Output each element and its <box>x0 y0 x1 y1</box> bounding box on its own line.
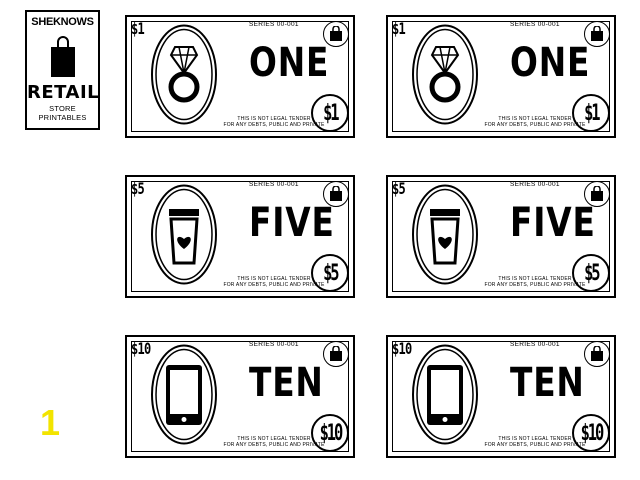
bill-value: $5 <box>583 261 600 286</box>
bill-series: SERIES 00-001 <box>510 21 560 28</box>
bill-corner-value: $1 <box>131 19 145 38</box>
disclaimer-line-2: FOR ANY DEBTS, PUBLIC AND PRIVATE <box>484 122 586 128</box>
disclaimer-line-1: THIS IS NOT LEGAL TENDER <box>237 116 311 122</box>
bill-corner-value: $5 <box>131 179 145 198</box>
bill-disclaimer: THIS IS NOT LEGAL TENDER FOR ANY DEBTS, … <box>480 276 590 288</box>
bill-value-circle: $10 <box>572 414 610 452</box>
coffee-cup-icon <box>412 184 478 285</box>
page-number: 1 <box>40 402 61 443</box>
bill-value-circle: $1 <box>311 94 349 132</box>
bill-corner-value: $5 <box>392 179 406 198</box>
shopping-bag-icon <box>591 26 603 41</box>
disclaimer-line-2: FOR ANY DEBTS, PUBLIC AND PRIVATE <box>223 282 325 288</box>
bill-border <box>131 181 349 292</box>
disclaimer-line-1: THIS IS NOT LEGAL TENDER <box>237 276 311 282</box>
bill-word: TEN <box>510 360 585 406</box>
smartphone-icon <box>412 344 478 445</box>
shopping-bag-icon <box>50 36 75 77</box>
disclaimer-line-1: THIS IS NOT LEGAL TENDER <box>498 276 572 282</box>
bill-border <box>392 181 610 292</box>
bill-one-left: $1 SERIES 00-001 ONE $1 THIS IS NOT LEGA… <box>125 15 355 138</box>
bill-one-right: $1 SERIES 00-001 ONE $1 THIS IS NOT LEGA… <box>386 15 616 138</box>
bill-bag-badge <box>584 21 610 47</box>
disclaimer-line-1: THIS IS NOT LEGAL TENDER <box>498 116 572 122</box>
bill-value: $1 <box>322 101 339 126</box>
shopping-bag-icon <box>591 346 603 361</box>
disclaimer-line-2: FOR ANY DEBTS, PUBLIC AND PRIVATE <box>484 282 586 288</box>
bill-five-right: $5 SERIES 00-001 FIVE $5 THIS IS NOT LEG… <box>386 175 616 298</box>
bill-series: SERIES 00-001 <box>249 181 299 188</box>
disclaimer-line-1: THIS IS NOT LEGAL TENDER <box>498 436 572 442</box>
bill-value-circle: $5 <box>572 254 610 292</box>
bill-word: FIVE <box>510 200 596 246</box>
disclaimer-line-2: FOR ANY DEBTS, PUBLIC AND PRIVATE <box>223 122 325 128</box>
ring-icon <box>412 24 478 125</box>
bill-word: TEN <box>249 360 324 406</box>
bill-corner-value: $1 <box>392 19 406 38</box>
bill-value-circle: $1 <box>572 94 610 132</box>
sheknows-brand-tag: SHEKNOWS RETAIL STORE PRINTABLES <box>25 10 100 130</box>
bill-corner-value: $10 <box>131 339 151 358</box>
bill-border <box>392 341 610 452</box>
disclaimer-line-2: FOR ANY DEBTS, PUBLIC AND PRIVATE <box>223 442 325 448</box>
bill-border <box>131 21 349 132</box>
bill-disclaimer: THIS IS NOT LEGAL TENDER FOR ANY DEBTS, … <box>219 116 329 128</box>
bill-series: SERIES 00-001 <box>510 181 560 188</box>
bill-five-left: $5 SERIES 00-001 FIVE $5 THIS IS NOT LEG… <box>125 175 355 298</box>
shopping-bag-icon <box>330 186 342 201</box>
bill-value: $5 <box>322 261 339 286</box>
bill-border <box>131 341 349 452</box>
bill-bag-badge <box>323 181 349 207</box>
bill-series: SERIES 00-001 <box>510 341 560 348</box>
brand-subtitle: STORE PRINTABLES <box>38 104 87 122</box>
bill-value-circle: $5 <box>311 254 349 292</box>
smartphone-icon <box>151 344 217 445</box>
bill-ten-right: $10 SERIES 00-001 TEN $10 THIS IS NOT LE… <box>386 335 616 458</box>
bill-word: FIVE <box>249 200 335 246</box>
bill-disclaimer: THIS IS NOT LEGAL TENDER FOR ANY DEBTS, … <box>219 276 329 288</box>
disclaimer-line-1: THIS IS NOT LEGAL TENDER <box>237 436 311 442</box>
bill-word: ONE <box>510 40 591 86</box>
bill-bag-badge <box>323 341 349 367</box>
brand-name: SHEKNOWS <box>31 16 94 28</box>
bill-series: SERIES 00-001 <box>249 341 299 348</box>
bill-disclaimer: THIS IS NOT LEGAL TENDER FOR ANY DEBTS, … <box>480 436 590 448</box>
bill-bag-badge <box>584 341 610 367</box>
coffee-cup-icon <box>151 184 217 285</box>
bill-bag-badge <box>584 181 610 207</box>
bill-word: ONE <box>249 40 330 86</box>
shopping-bag-icon <box>591 186 603 201</box>
disclaimer-line-2: FOR ANY DEBTS, PUBLIC AND PRIVATE <box>484 442 586 448</box>
bill-corner-value: $10 <box>392 339 412 358</box>
shopping-bag-icon <box>330 346 342 361</box>
bill-value: $10 <box>580 421 604 446</box>
bill-series: SERIES 00-001 <box>249 21 299 28</box>
bill-value: $10 <box>319 421 343 446</box>
brand-title: RETAIL <box>27 82 100 103</box>
bill-value-circle: $10 <box>311 414 349 452</box>
ring-icon <box>151 24 217 125</box>
shopping-bag-icon <box>330 26 342 41</box>
bill-disclaimer: THIS IS NOT LEGAL TENDER FOR ANY DEBTS, … <box>219 436 329 448</box>
bill-ten-left: $10 SERIES 00-001 TEN $10 THIS IS NOT LE… <box>125 335 355 458</box>
bill-disclaimer: THIS IS NOT LEGAL TENDER FOR ANY DEBTS, … <box>480 116 590 128</box>
bill-bag-badge <box>323 21 349 47</box>
bill-border <box>392 21 610 132</box>
bill-value: $1 <box>583 101 600 126</box>
